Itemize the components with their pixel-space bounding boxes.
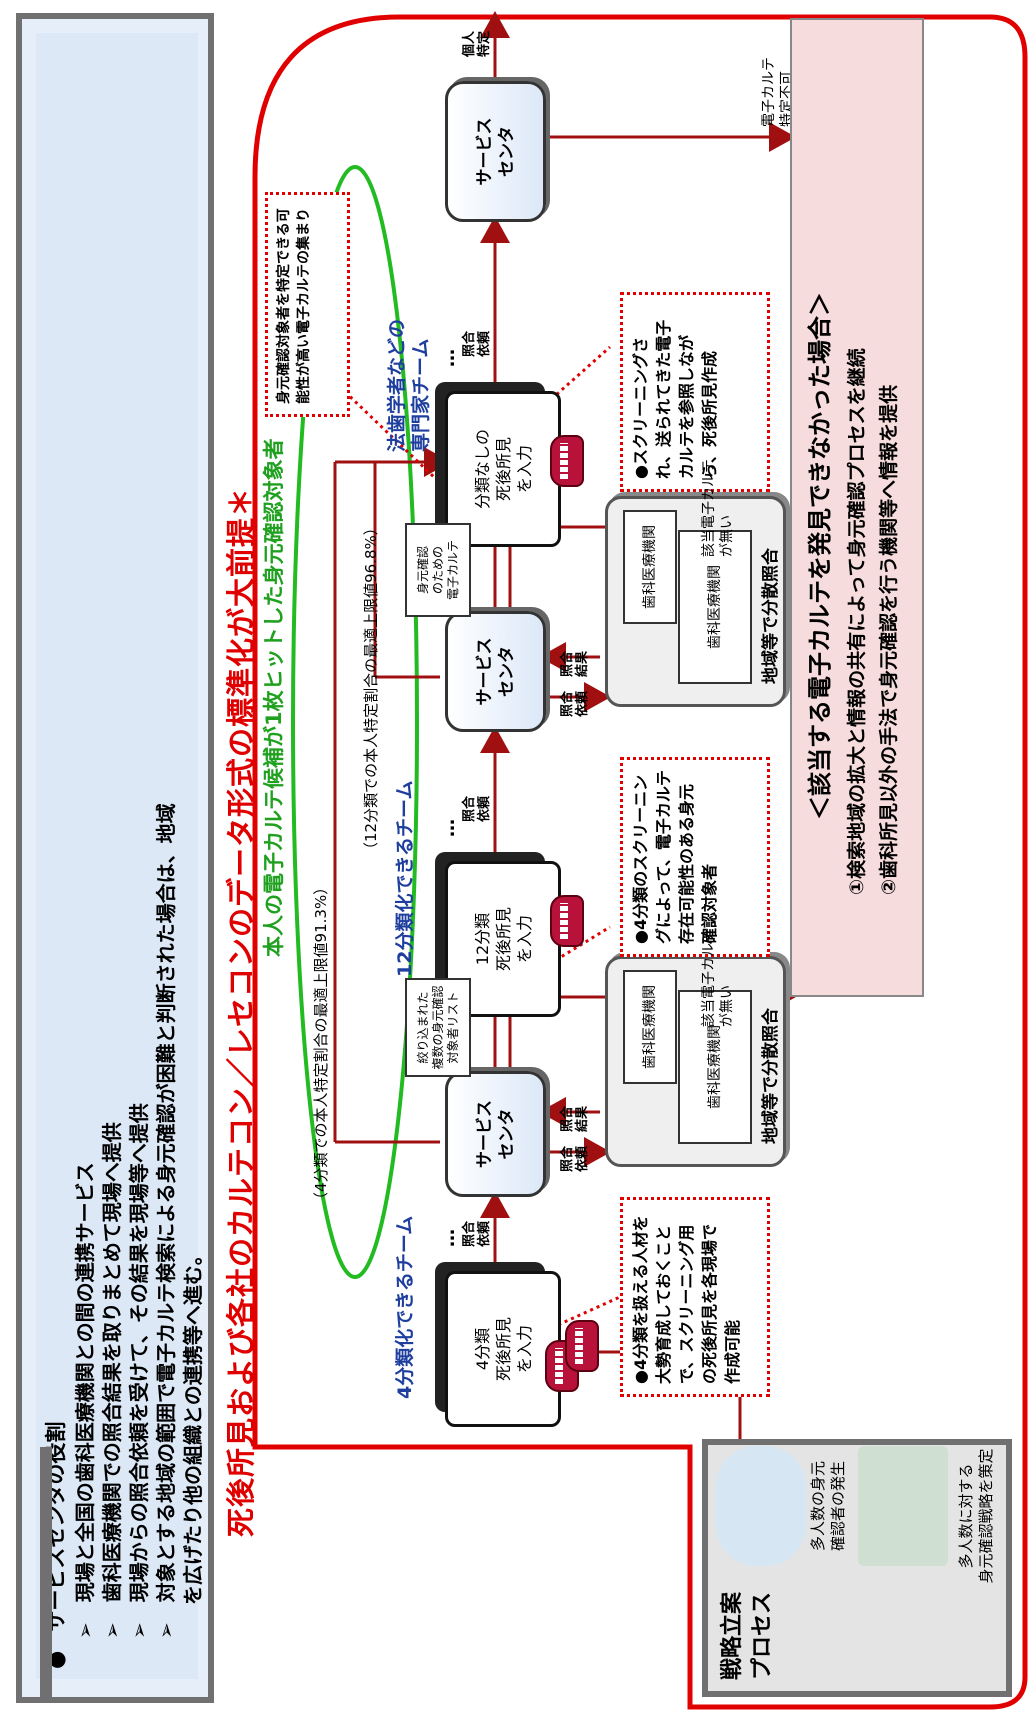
tag-personal: 個人 特定 — [462, 30, 492, 57]
region-box-2: 地域等で分散照合 歯科医療機関 歯科医療機関 — [605, 496, 786, 707]
strategy-spacer — [40, 1447, 52, 1703]
ellipsis-4: … — [438, 1229, 459, 1247]
not-found-box: ＜該当する電子カルテを発見できなかった場合＞ ①検索地域の拡大と情報の共有によっ… — [790, 18, 924, 997]
strategy-box: 戦略立案 プロセス 多人数の身元 確認者の発生 多人数に対する 身元確認戦略を策… — [702, 1439, 1012, 1697]
tag-result-svc1: 照合 結果 — [560, 1105, 590, 1132]
strategy-caption-1: 多人数の身元 確認者の発生 — [809, 1461, 847, 1552]
note-top: 身元確認対象者を特定できる可能性が高い電子カルテの集まり — [265, 192, 350, 417]
strategy-caption-2: 多人数に対する 身元確認戦略を策定 — [957, 1448, 995, 1584]
institution-1a: 歯科医療機関 — [623, 970, 677, 1084]
red-boundary — [252, 14, 1028, 1710]
narrowed-list-doc: 絞り込まれた 複数の身元確認 対象者リスト — [405, 978, 471, 1077]
institution-2a: 歯科医療機関 — [623, 510, 677, 624]
team-label-expert: 法歯学者などの 専門家チーム — [386, 318, 432, 452]
service-center-3: サービス センタ — [445, 81, 546, 222]
region-box-1: 地域等で分散照合 歯科医療機関 歯科医療機関 — [605, 956, 786, 1167]
region-title-1: 地域等で分散照合 — [761, 1008, 781, 1144]
not-found-line-2: ②歯科所見以外の手法で身元確認を行う機関等へ情報を提供 — [878, 384, 900, 895]
team-label-4: 4分類化できるチーム — [394, 1215, 416, 1399]
note-expert: ●スクリーニングされ、送られてきた電子カルテを参照しながら、死後所見作成 — [620, 292, 770, 492]
green-ellipse — [291, 165, 419, 1279]
label-no-karte-1: 該当電子カルテ が無い — [701, 929, 735, 1027]
region-title-2: 地域等で分散照合 — [761, 548, 781, 684]
teeth-icon-expert — [550, 435, 584, 487]
ratio-note-4: （4分類での本人特定割合の最適上限値91.3%） — [312, 879, 330, 1207]
label-no-karte-2: 該当電子カルテ が無い — [701, 459, 735, 557]
teeth-icon-4b — [565, 1320, 599, 1372]
not-found-line-1: ①検索地域の拡大と情報の共有によって身元確認プロセスを継続 — [846, 348, 868, 895]
tag-request-svc2: 照合 依頼 — [560, 690, 590, 717]
card-4: 4分類 死後所見 を入力 — [445, 1271, 561, 1427]
service-center-2: サービス センタ — [445, 611, 546, 732]
not-found-title: ＜該当する電子カルテを発見できなかった場合＞ — [806, 292, 834, 820]
note-4: ●4分類を扱える人材を大勢育成しておくことで、スクリーニング用の死後所見を各現場… — [620, 1197, 770, 1397]
card-expert-text: 分類なしの 死後所見 を入力 — [472, 429, 534, 510]
green-title: 本人の電子カルテ候補が1枚ヒットした身元確認対象者 — [262, 438, 286, 957]
tag-request-2: 照合 依頼 — [462, 795, 492, 822]
teeth-icon-12 — [550, 895, 584, 947]
team-label-12: 12分類化できるチーム — [394, 780, 416, 978]
card-4-text: 4分類 死後所見 を入力 — [472, 1317, 534, 1382]
strategy-title: 戦略立案 プロセス — [720, 1592, 775, 1681]
ratio-note-12: （12分類での本人特定割合の最適上限値96.8%） — [362, 520, 380, 857]
ellipsis-12: … — [438, 819, 459, 837]
tag-request-1: 照合 依頼 — [462, 1220, 492, 1247]
main-title: 死後所見および各社のカルテコン／レセコンのデータ形式の標準化が大前提＊ — [224, 486, 258, 1537]
tag-result-svc2: 照合 結果 — [560, 650, 590, 677]
tag-request-3: 照合 依頼 — [462, 330, 492, 357]
tag-request-svc1: 照合 依頼 — [560, 1145, 590, 1172]
ellipsis-expert: … — [438, 349, 459, 367]
id-karte-doc: 身元確認 のための 電子カルテ — [405, 523, 471, 617]
people-illustration-1 — [716, 1446, 806, 1566]
service-center-1: サービス センタ — [445, 1071, 546, 1197]
note-12: ●4分類のスクリーニングによって、電子カルテ存在可能性のある身元確認対象者 — [620, 757, 770, 957]
meeting-illustration — [858, 1446, 948, 1566]
